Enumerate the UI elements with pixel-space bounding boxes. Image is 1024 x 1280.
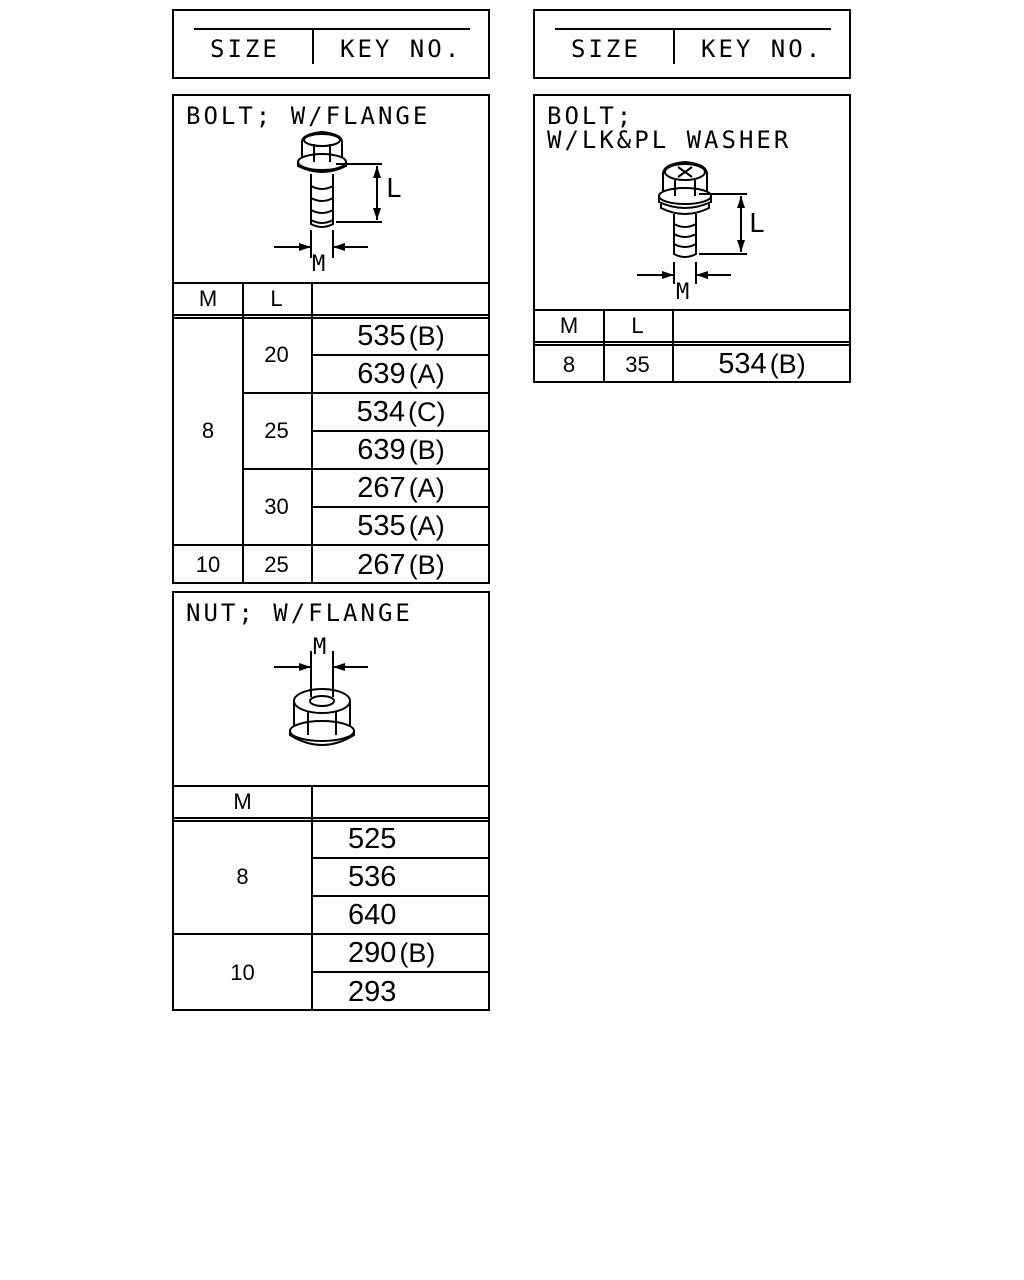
l-value: 35 bbox=[625, 351, 650, 377]
col-divider-l bbox=[311, 282, 313, 584]
col-divider-m bbox=[242, 282, 244, 584]
l-value: 30 bbox=[264, 494, 289, 519]
header-rule bbox=[194, 28, 470, 30]
size-label: SIZE bbox=[210, 35, 280, 63]
key-number: 536 bbox=[348, 860, 397, 893]
dimension-l-label: L bbox=[749, 209, 765, 239]
dimension-m-label: M bbox=[313, 635, 327, 660]
bolt-flange-title: BOLT; W/FLANGE bbox=[186, 102, 431, 130]
header-separator bbox=[673, 30, 675, 64]
l-value: 25 bbox=[264, 552, 289, 577]
col-divider-m bbox=[311, 785, 313, 1011]
key-number: 290(B) bbox=[348, 936, 436, 969]
col-divider-l bbox=[672, 309, 674, 383]
col-header-m: M bbox=[198, 286, 218, 311]
col-header-m: M bbox=[233, 789, 252, 814]
table-header-rule-2 bbox=[174, 820, 490, 822]
row-rule bbox=[242, 392, 490, 394]
washer-bolt-illustration bbox=[637, 160, 747, 284]
size-label: SIZE bbox=[571, 35, 641, 63]
table-header-rule bbox=[174, 817, 490, 819]
key-number: 534(B) bbox=[718, 348, 806, 380]
table-header-rule-2 bbox=[174, 317, 490, 319]
key-number: 639(A) bbox=[357, 357, 445, 390]
table-header-rule bbox=[535, 341, 851, 343]
row-rule bbox=[311, 971, 490, 973]
dimension-l-label: L bbox=[386, 174, 402, 204]
dimension-m-label: M bbox=[312, 252, 326, 277]
bolt-washer-title-line1: BOLT; bbox=[547, 102, 635, 130]
table-header-rule bbox=[174, 314, 490, 316]
key-number: 293 bbox=[348, 975, 397, 1008]
flange-bolt-illustration bbox=[274, 130, 382, 258]
l-value: 20 bbox=[264, 342, 289, 367]
key-number: 535(B) bbox=[357, 319, 445, 352]
m-value: 8 bbox=[236, 864, 249, 889]
table-top-rule bbox=[174, 785, 490, 787]
bolt-washer-panel: BOLT; W/LK&PL WASHER bbox=[533, 94, 851, 383]
bolt-washer-title-line2: W/LK&PL WASHER bbox=[547, 126, 792, 154]
l-value: 25 bbox=[264, 418, 289, 443]
bolt-flange-panel: BOLT; W/FLANGE bbox=[172, 94, 490, 584]
key-number: 535(A) bbox=[357, 509, 445, 542]
col-header-l: L bbox=[270, 286, 283, 311]
header-separator bbox=[312, 30, 314, 64]
flange-nut-illustration bbox=[274, 651, 368, 746]
col-header-m: M bbox=[559, 313, 579, 338]
key-no-label: KEY NO. bbox=[701, 35, 824, 63]
key-number: 640 bbox=[348, 898, 397, 931]
row-rule bbox=[174, 544, 490, 546]
key-number: 267(A) bbox=[357, 471, 445, 504]
row-rule bbox=[242, 468, 490, 470]
key-number: 534(C) bbox=[356, 395, 446, 428]
m-value: 10 bbox=[230, 960, 255, 985]
key-number: 525 bbox=[348, 822, 397, 855]
table-top-rule bbox=[535, 309, 851, 311]
table-header-rule-2 bbox=[535, 344, 851, 346]
col-divider-m bbox=[603, 309, 605, 383]
size-header-right: SIZE KEY NO. bbox=[533, 9, 851, 79]
m-value: 10 bbox=[195, 552, 221, 577]
nut-flange-title: NUT; W/FLANGE bbox=[186, 599, 413, 627]
row-rule bbox=[311, 857, 490, 859]
m-value: 8 bbox=[201, 418, 215, 443]
dimension-m-label: M bbox=[676, 280, 690, 305]
row-rule bbox=[311, 354, 490, 356]
col-header-l: L bbox=[631, 313, 644, 338]
row-rule bbox=[311, 895, 490, 897]
key-number: 267(B) bbox=[357, 548, 445, 581]
nut-flange-panel: NUT; W/FLANGE M M 8 10 525 bbox=[172, 591, 490, 1011]
key-number: 639(B) bbox=[357, 433, 445, 466]
header-rule bbox=[555, 28, 831, 30]
key-no-label: KEY NO. bbox=[340, 35, 463, 63]
size-header-left: SIZE KEY NO. bbox=[172, 9, 490, 79]
table-top-rule bbox=[174, 282, 490, 284]
row-rule bbox=[311, 506, 490, 508]
row-rule bbox=[174, 933, 490, 935]
m-value: 8 bbox=[562, 351, 576, 377]
row-rule bbox=[311, 430, 490, 432]
